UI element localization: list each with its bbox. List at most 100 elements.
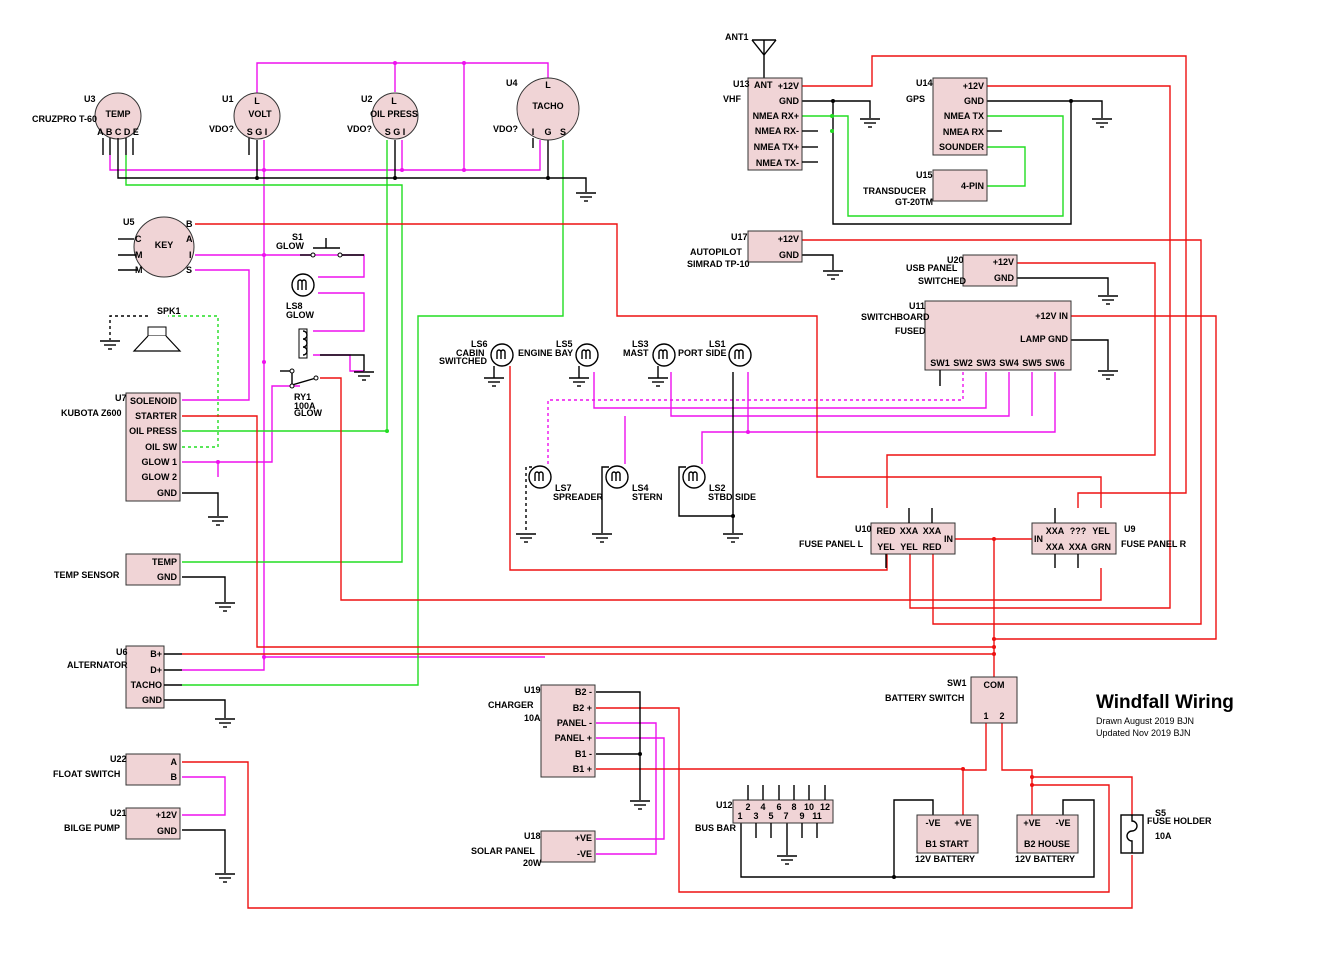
u12-bottom-9: 9 bbox=[799, 811, 804, 821]
wire-vhf-gnd-bus bbox=[832, 101, 1072, 225]
ls8-name: GLOW bbox=[286, 310, 314, 320]
u11-pin-12v-in: +12V IN bbox=[1035, 311, 1068, 321]
ls8-glow-lamp: LS8 GLOW bbox=[286, 273, 315, 320]
u14-desc: GPS bbox=[906, 94, 925, 104]
u20-ref: U20 bbox=[947, 255, 964, 265]
u1-ref: U1 bbox=[222, 94, 234, 104]
wire-panel-neg bbox=[596, 722, 657, 855]
u9-bottom-1: XXA bbox=[1046, 542, 1065, 552]
junction bbox=[216, 460, 220, 464]
u18-pin-pos: +VE bbox=[575, 833, 592, 843]
u21-ref: U21 bbox=[110, 808, 127, 818]
u10-bottom-2: YEL bbox=[900, 542, 918, 552]
ls3-name: MAST bbox=[623, 348, 649, 358]
wire-cabin-light bbox=[509, 366, 888, 571]
u20-pin-gnd: GND bbox=[994, 273, 1015, 283]
junction bbox=[731, 514, 735, 518]
u9-top-3: YEL bbox=[1092, 526, 1110, 536]
spk1-alarm-speaker: SPK1 bbox=[132, 306, 182, 352]
u6-ref: U6 bbox=[116, 647, 128, 657]
b1-neg: -VE bbox=[925, 818, 940, 828]
junction bbox=[393, 176, 397, 180]
ground-icon bbox=[215, 873, 235, 883]
u15-pin: 4-PIN bbox=[961, 181, 984, 191]
u20-desc1: USB PANEL bbox=[906, 263, 958, 273]
u3-desc: CRUZPRO T-60 bbox=[32, 114, 97, 124]
u17-pin-gnd: GND bbox=[779, 250, 800, 260]
junction bbox=[262, 253, 266, 257]
temp-sensor-block: TEMP SENSOR TEMP GND bbox=[54, 553, 181, 586]
wire-relay-coil bbox=[313, 354, 364, 372]
u7-pin-starter: STARTER bbox=[135, 411, 177, 421]
wire-alt-d bbox=[182, 656, 545, 671]
u17-ref: U17 bbox=[731, 232, 748, 242]
u12-bottom-7: 7 bbox=[783, 811, 788, 821]
ls1-ref: LS1 bbox=[709, 339, 726, 349]
u18-solar-panel: U18 SOLAR PANEL 20W +VE -VE bbox=[471, 830, 596, 868]
sw1-battery-switch: SW1 BATTERY SWITCH COM 1 2 bbox=[885, 676, 1018, 724]
u3-pins: A B C D E bbox=[97, 127, 139, 137]
u15-desc1: TRANSDUCER bbox=[863, 186, 927, 196]
u10-in: IN bbox=[944, 534, 953, 544]
ls3-mast-lamp: LS3 MAST bbox=[623, 339, 676, 378]
u12-bottom-5: 5 bbox=[768, 811, 773, 821]
u21-bilge-pump-block: U21 BILGE PUMP +12V GND bbox=[64, 807, 181, 840]
u11-sw3: SW3 bbox=[976, 358, 996, 368]
u20-desc2: SWITCHED bbox=[918, 276, 966, 286]
u17-desc1: AUTOPILOT bbox=[690, 247, 742, 257]
ls6-extra: SWITCHED bbox=[439, 356, 487, 366]
wire-relay-power bbox=[320, 377, 1102, 601]
wire-gps-gnd bbox=[987, 100, 1103, 118]
u3-temp-gauge: U3 TEMP CRUZPRO T-60 A B C D E bbox=[32, 92, 142, 155]
junction bbox=[892, 875, 896, 879]
ls8-ref: LS8 bbox=[286, 301, 303, 311]
u12-bottom-3: 3 bbox=[753, 811, 758, 821]
u13-pin-12v: +12V bbox=[778, 81, 799, 91]
u6-alternator-block: U6 ALTERNATOR B+ D+ TACHO GND bbox=[67, 645, 182, 709]
wire-temp-gnd bbox=[182, 576, 226, 602]
ground-icon bbox=[1092, 118, 1112, 128]
junction bbox=[992, 652, 996, 656]
u13-ref: U13 bbox=[733, 79, 750, 89]
wire-alt-gnd bbox=[182, 699, 226, 718]
u7-pin-glow2: GLOW 2 bbox=[142, 472, 178, 482]
u18-desc2: 20W bbox=[523, 858, 542, 868]
u14-ref: U14 bbox=[916, 78, 933, 88]
u14-pin-gnd: GND bbox=[964, 96, 985, 106]
u13-pin-rx-plus: NMEA RX+ bbox=[753, 111, 799, 121]
u19-pin-panel-pos: PANEL + bbox=[555, 733, 592, 743]
ry1-name: GLOW bbox=[294, 408, 322, 418]
ls5-ref: LS5 bbox=[556, 339, 573, 349]
ground-icon bbox=[354, 371, 374, 381]
u6-desc: ALTERNATOR bbox=[67, 660, 128, 670]
wire-sounder bbox=[987, 146, 1026, 187]
u14-pin-12v: +12V bbox=[963, 81, 984, 91]
temp-sensor-pin-gnd: GND bbox=[157, 572, 178, 582]
wire-speaker-gnd bbox=[109, 315, 148, 340]
diagram-title: Windfall Wiring bbox=[1096, 692, 1234, 713]
ground-symbols bbox=[100, 118, 1118, 883]
u7-pin-gnd: GND bbox=[157, 488, 178, 498]
wire-bilge-gnd bbox=[182, 829, 226, 873]
s1-name: GLOW bbox=[276, 241, 304, 251]
temp-sensor-pin-temp: TEMP bbox=[152, 557, 177, 567]
u14-pin-sounder: SOUNDER bbox=[939, 142, 985, 152]
sw1-pin-1: 1 bbox=[983, 711, 988, 721]
junction bbox=[830, 114, 834, 118]
u4-top: L bbox=[545, 80, 551, 90]
u9-in: IN bbox=[1034, 534, 1043, 544]
u13-pin-rx-minus: NMEA RX- bbox=[755, 126, 799, 136]
junction bbox=[262, 360, 266, 364]
junctions bbox=[216, 61, 1073, 879]
u19-pin-b2-pos: B2 + bbox=[573, 703, 592, 713]
u15-ref: U15 bbox=[916, 170, 933, 180]
ground-icon bbox=[648, 377, 668, 387]
u12-bottom-1: 1 bbox=[737, 811, 742, 821]
ground-icon bbox=[215, 602, 235, 612]
ls6-ref: LS6 bbox=[471, 339, 488, 349]
u19-pin-panel-neg: PANEL - bbox=[557, 718, 592, 728]
junction bbox=[385, 429, 389, 433]
ls7-name: SPREADER bbox=[553, 492, 604, 502]
u5-ref: U5 bbox=[123, 217, 135, 227]
wire-key-i bbox=[195, 254, 365, 278]
